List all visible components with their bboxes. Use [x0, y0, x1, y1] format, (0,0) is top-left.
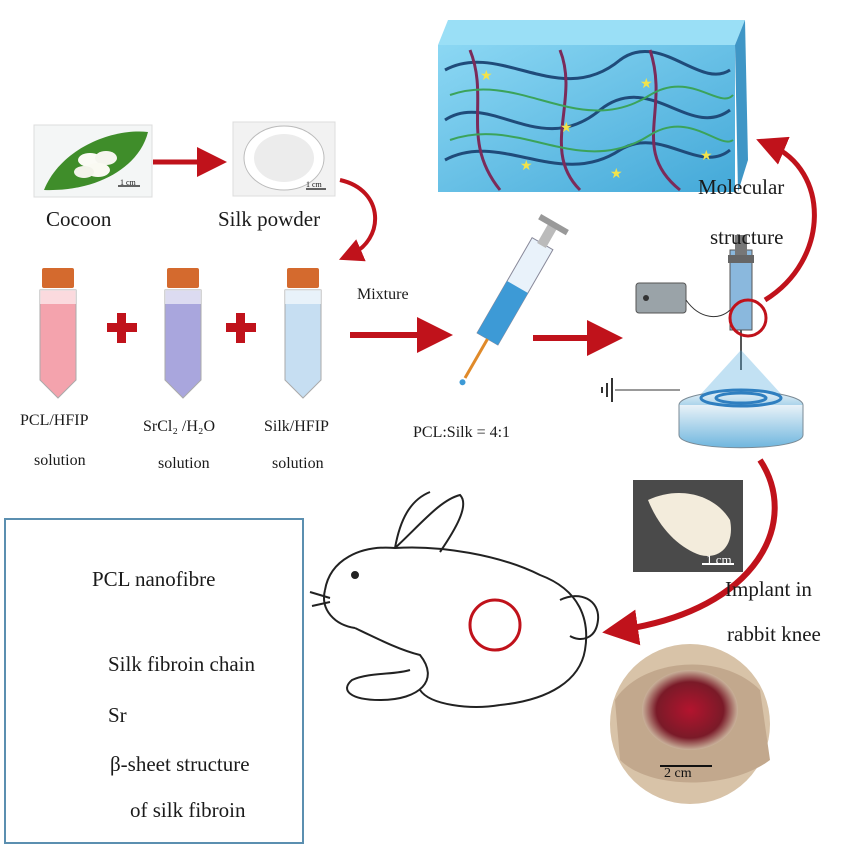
label-implant: Implant in [725, 577, 812, 601]
label-srcl2-solution-1: SrCl₂ /H₂O [143, 418, 216, 435]
knee-photo [610, 644, 770, 804]
legend-label-silk-fibroin-chain: Silk fibroin chain [108, 652, 255, 676]
label-ratio: PCL:Silk = 4:1 [413, 424, 511, 441]
svg-text:★: ★ [610, 167, 623, 182]
tube-silk [284, 268, 322, 399]
plus-icon [107, 313, 137, 343]
scale-bar-2cm: 2 cm [664, 766, 692, 781]
syringe-icon [459, 214, 569, 386]
legend-label-sr: Sr [108, 703, 127, 727]
svg-text:★: ★ [480, 69, 493, 84]
legend-label-pcl-nanofibre: PCL nanofibre [92, 567, 216, 591]
svg-text:★: ★ [640, 77, 653, 92]
label-mixture: Mixture [357, 286, 409, 303]
scaffold-photo [633, 480, 743, 572]
arrow-to-molecular-structure [756, 136, 817, 303]
knee-highlight [468, 598, 522, 652]
label-srcl2-solution-2: solution [158, 455, 210, 472]
cocoon-photo [33, 124, 153, 198]
legend-box [4, 518, 304, 844]
svg-text:★: ★ [700, 149, 713, 164]
tube-pcl [39, 268, 77, 399]
label-pcl-solution-1: PCL/HFIP [20, 412, 89, 429]
rabbit-drawing [309, 491, 600, 708]
scale-bar-powder: 1 cm [306, 180, 322, 189]
label-silk-solution-2: solution [272, 455, 324, 472]
electrospinning-setup [601, 235, 804, 449]
label-molecular: Molecular [698, 175, 785, 199]
legend-label-beta-sheet-1: β-sheet structure [110, 752, 250, 776]
svg-text:★: ★ [520, 159, 533, 174]
scaffold-molecular-cube: ★ ★ ★ ★ ★ ★ [438, 20, 748, 192]
arrow-to-rabbit [602, 458, 778, 646]
silk-powder-photo [232, 121, 336, 197]
label-pcl-solution-2: solution [34, 452, 86, 469]
tube-srcl2 [164, 268, 202, 399]
arrow-powder-to-tubes [338, 178, 377, 262]
scale-bar-cocoon: 1 cm [120, 178, 136, 187]
nozzle-highlight [728, 298, 768, 338]
legend-label-beta-sheet-2: of silk fibroin [130, 798, 246, 822]
label-cocoon: Cocoon [46, 207, 112, 231]
label-rabbit-knee: rabbit knee [727, 622, 821, 646]
label-silk-powder: Silk powder [218, 207, 321, 231]
label-silk-solution-1: Silk/HFIP [264, 418, 329, 435]
scale-bar-1cm: 1 cm [706, 552, 732, 567]
label-structure: structure [710, 225, 784, 249]
svg-text:★: ★ [560, 121, 573, 136]
plus-icon [226, 313, 256, 343]
